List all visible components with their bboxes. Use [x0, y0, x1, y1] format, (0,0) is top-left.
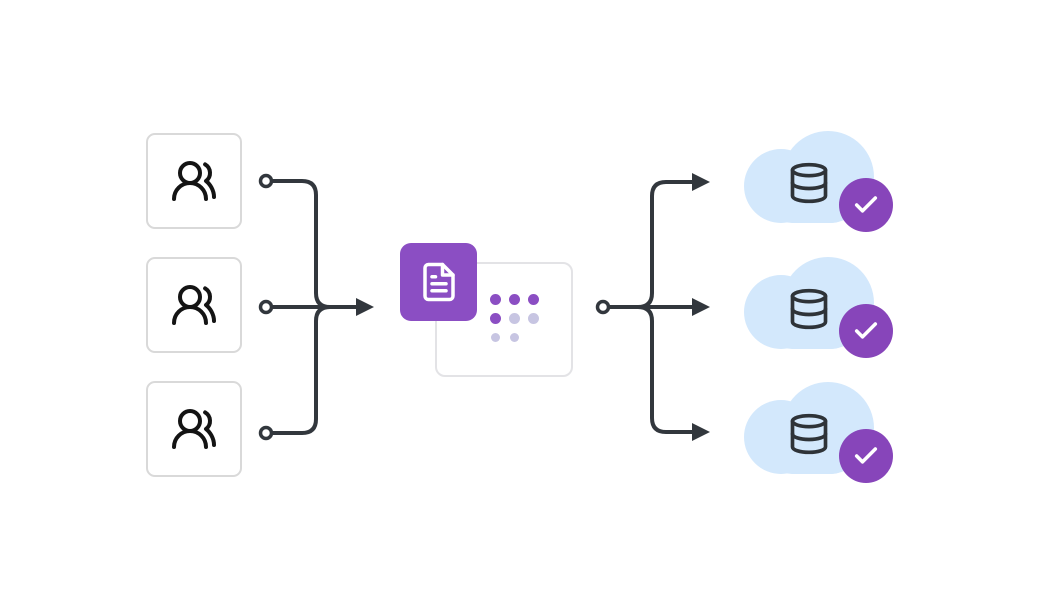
database-icon [790, 288, 828, 330]
dot [490, 313, 501, 324]
cloud-database-node-1 [742, 130, 893, 232]
connector-endpoint-dot [258, 425, 274, 441]
cloud-database-node-2 [742, 256, 893, 358]
connector-endpoint-dot [595, 299, 611, 315]
users-icon [172, 161, 216, 201]
left-merge-connector [258, 173, 374, 441]
dot [509, 294, 520, 305]
connector-endpoint-dot [258, 173, 274, 189]
check-badge [839, 178, 893, 232]
arrowhead-icon [356, 298, 374, 316]
connector-path-top-destination [610, 180, 694, 309]
check-icon [854, 196, 878, 213]
database-icon [790, 162, 828, 204]
check-badge [839, 429, 893, 483]
user-group-node-3 [146, 381, 242, 477]
database-icon [790, 413, 828, 455]
check-badge [839, 304, 893, 358]
dot [528, 294, 539, 305]
arrowhead-icon [692, 298, 710, 316]
connector-endpoint-dot [258, 299, 274, 315]
dot [509, 313, 520, 324]
file-text-icon [422, 262, 455, 302]
arrowhead-icon [692, 173, 710, 191]
dot [490, 294, 501, 305]
dot [528, 313, 539, 324]
dot-grid [486, 290, 543, 347]
users-icon [172, 409, 216, 449]
user-group-node-2 [146, 257, 242, 353]
dot [491, 333, 500, 342]
check-icon [854, 322, 878, 339]
dot [510, 333, 519, 342]
document-badge [400, 243, 477, 321]
arrowhead-icon [692, 423, 710, 441]
right-split-connector [595, 173, 710, 441]
check-icon [854, 447, 878, 464]
connector-path-bottom-destination [610, 305, 694, 434]
users-icon [172, 285, 216, 325]
cloud-database-node-3 [742, 381, 893, 483]
connector-path-bottom-source [271, 305, 332, 435]
user-group-node-1 [146, 133, 242, 229]
connector-path-top-source [271, 179, 332, 309]
